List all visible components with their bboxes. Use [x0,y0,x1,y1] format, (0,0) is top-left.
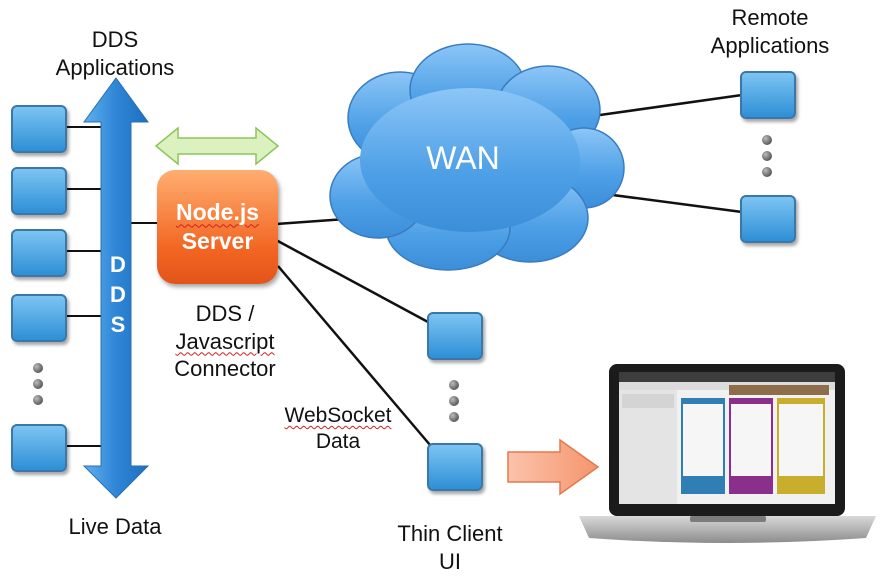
dds-app-box-2 [11,167,67,215]
node-server-label-1: Node.js [175,199,260,226]
thin-client-box-1 [427,312,483,360]
node-server-label-2: Server [181,228,254,254]
websocket-line-1: WebSocket [284,404,392,427]
ellipsis-dot [449,412,459,422]
network-links [275,93,743,453]
bus-letter-d2: D [110,282,126,307]
laptop-illustration [579,364,876,543]
wan-cloud [329,43,625,271]
dds-applications-line-2: Applications [55,54,175,80]
thin-client-arrow [507,438,600,496]
wan-label: WAN [426,140,500,176]
ellipsis-dot [762,167,772,177]
remote-applications-line-1: Remote [731,5,809,30]
node-server: Node.js Server [157,170,278,284]
connector-label: DDS / Javascript Connector [150,300,300,383]
ellipsis-dot [33,395,43,405]
remote-app-box-2 [740,195,796,243]
bus-letter-d1: D [110,252,126,277]
bidirectional-arrow [154,126,280,166]
connector-line-1: DDS / [195,301,255,326]
dds-bus-arrow [82,77,150,499]
thin-client-line-1: Thin Client [397,521,503,546]
dds-applications-line-1: DDS [91,27,139,52]
ellipsis-dot [762,135,772,145]
dds-app-box-4 [11,294,67,342]
ellipsis-dot [449,396,459,406]
remote-applications-line-2: Applications [710,32,830,58]
ellipsis-dot [33,379,43,389]
left-app-links [66,126,158,447]
ellipsis-dot [33,363,43,373]
bus-letter-s: S [110,312,126,337]
live-data-label: Live Data [68,514,162,539]
connector-line-3: Connector [174,356,276,381]
dds-app-box-1 [11,105,67,153]
remote-applications-label: Remote Applications [690,4,850,59]
ellipsis-dot [449,380,459,390]
remote-app-box-1 [740,71,796,119]
dds-app-box-3 [11,229,67,277]
dds-applications-label: DDS Applications [30,26,200,81]
thin-client-line-2: UI [439,548,461,574]
thin-client-box-2 [427,443,483,491]
ellipsis-dot [762,151,772,161]
websocket-line-2: Data [315,430,361,454]
websocket-label: WebSocket Data [268,403,408,456]
thin-client-label: Thin Client UI [380,520,520,575]
dds-app-box-5 [11,424,67,472]
connector-line-2: Javascript [175,328,275,354]
